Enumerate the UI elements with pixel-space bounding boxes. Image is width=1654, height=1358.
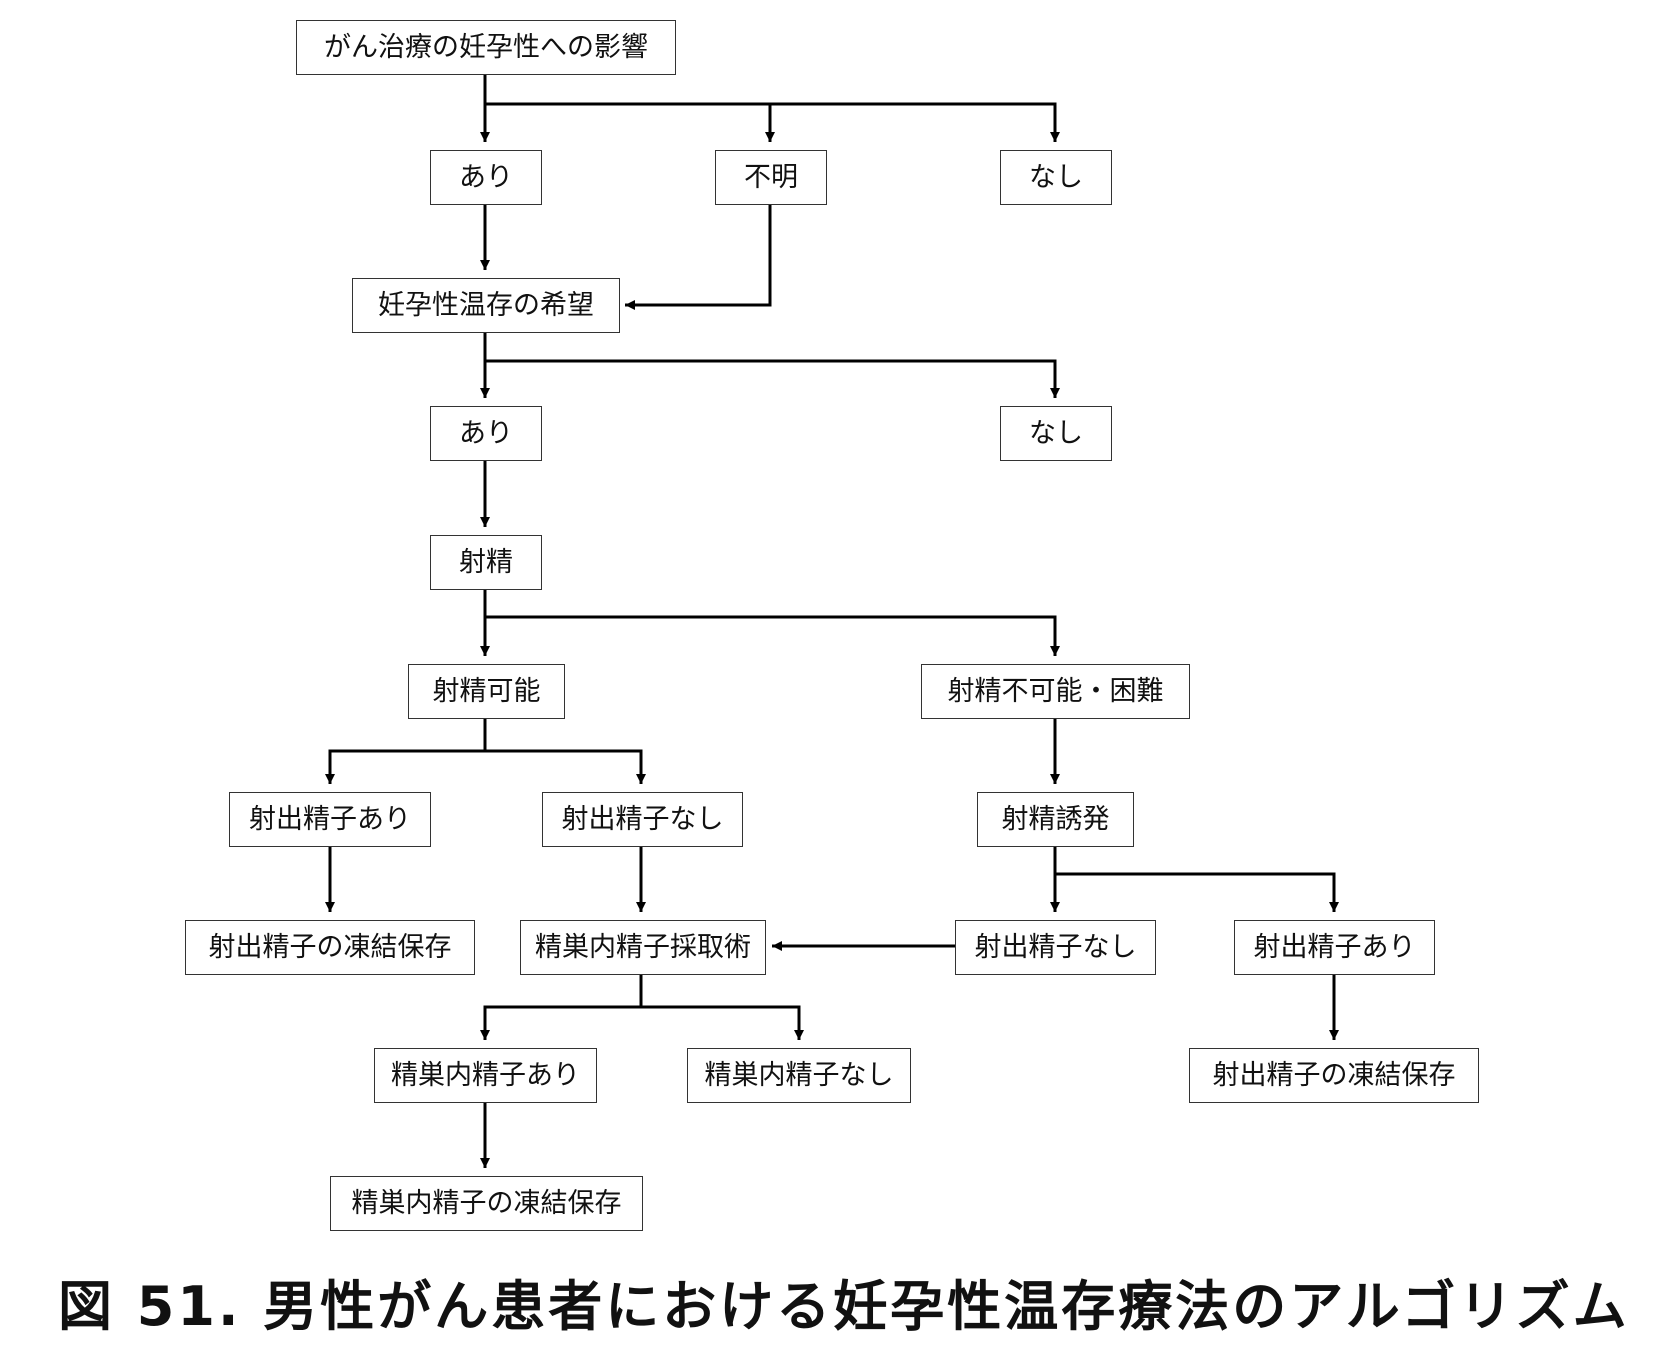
node-ejaculation-possible: 射精可能 xyxy=(408,664,565,719)
node-impact-yes: あり xyxy=(430,150,542,205)
node-ejaculated-sperm-no-right: 射出精子なし xyxy=(955,920,1156,975)
connector-possible-branch xyxy=(325,719,487,784)
connector-tese-to-testis-yes xyxy=(480,975,643,1040)
connector-ejaculation-to-impossible xyxy=(485,615,1060,656)
node-impact-no: なし xyxy=(1000,150,1112,205)
node-ejaculated-sperm-cryopreservation-right: 射出精子の凍結保存 xyxy=(1189,1048,1479,1103)
node-testicular-sperm-yes: 精巣内精子あり xyxy=(374,1048,597,1103)
node-induced-ejaculation: 射精誘発 xyxy=(977,792,1134,847)
node-wish-no: なし xyxy=(1000,406,1112,461)
connector-impact-unknown-to-wish xyxy=(625,205,772,310)
node-ejaculated-sperm-yes-left: 射出精子あり xyxy=(229,792,431,847)
flowchart-connectors xyxy=(325,75,1339,1168)
node-fertility-preservation-wish: 妊孕性温存の希望 xyxy=(352,278,620,333)
connector-tese-to-testis-no xyxy=(641,1005,804,1040)
node-ejaculation-impossible: 射精不可能・困難 xyxy=(921,664,1190,719)
node-impact-unknown: 不明 xyxy=(715,150,827,205)
node-testicular-sperm-extraction: 精巣内精子採取術 xyxy=(520,920,766,975)
figure-caption: 図 51. 男性がん患者における妊孕性温存療法のアルゴリズム xyxy=(58,1275,1630,1338)
node-ejaculation: 射精 xyxy=(430,535,542,590)
node-ejaculated-sperm-yes-right: 射出精子あり xyxy=(1234,920,1435,975)
node-ejaculated-sperm-cryopreservation-left: 射出精子の凍結保存 xyxy=(185,920,475,975)
node-testicular-sperm-no: 精巣内精子なし xyxy=(687,1048,911,1103)
connector-induced-to-sperm-yes xyxy=(1055,872,1339,912)
node-testicular-sperm-cryopreservation: 精巣内精子の凍結保存 xyxy=(330,1176,643,1231)
node-cancer-treatment-impact: がん治療の妊孕性への影響 xyxy=(296,20,676,75)
connector-wish-to-no xyxy=(485,359,1060,398)
node-wish-yes: あり xyxy=(430,406,542,461)
node-ejaculated-sperm-no-left: 射出精子なし xyxy=(542,792,743,847)
connector-possible-to-sperm-no xyxy=(485,749,646,784)
connector-root-to-impact-no xyxy=(770,102,1060,142)
connector-root-to-impact-unknown xyxy=(485,102,775,142)
